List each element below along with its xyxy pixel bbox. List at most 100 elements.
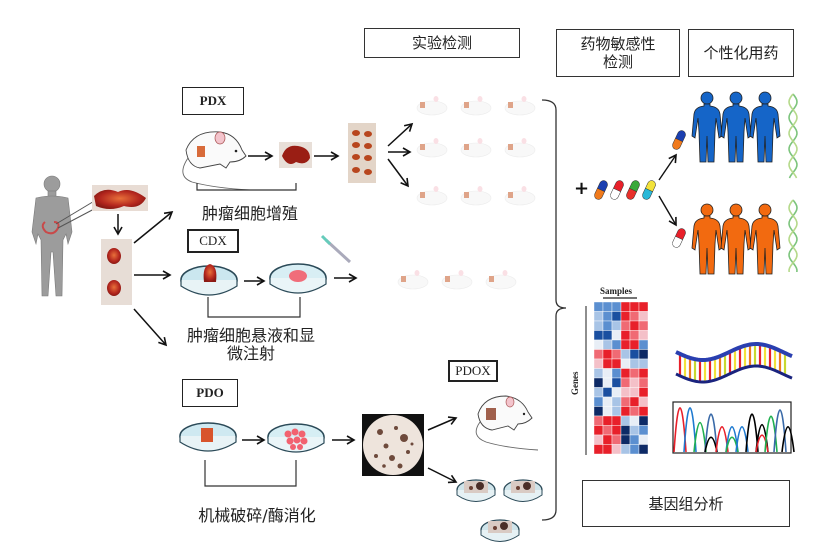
heatmap-cell (593, 311, 604, 322)
heatmap-cell (629, 349, 640, 360)
heatmap-cell (638, 320, 649, 331)
pdx-label: PDX (199, 93, 227, 108)
pdo-petri-dish-2 (267, 423, 325, 453)
faded-mouse-icon (416, 138, 448, 158)
faded-mouse-icon (504, 186, 536, 206)
dna-strand-icon (788, 199, 798, 273)
heatmap-cell (638, 387, 649, 398)
cdx-caption: 肿瘤细胞悬液和显 微注射 (166, 327, 336, 363)
syringe-icon (320, 234, 352, 264)
patient-silhouette-icon (749, 203, 781, 275)
faded-mouse-icon (416, 96, 448, 116)
heatmap-cell (602, 377, 613, 388)
chromatogram-peak (764, 415, 778, 453)
heatmap-cell (620, 434, 631, 445)
dna-backbone (675, 364, 793, 384)
heatmap-cell (602, 444, 613, 455)
dna-strand-icon (788, 93, 798, 179)
heatmap-cell (611, 311, 622, 322)
heatmap-cell (638, 406, 649, 417)
personalized-medicine-box: 个性化用药 (688, 29, 794, 77)
heatmap-cell (593, 396, 604, 407)
patient-silhouette-icon (691, 203, 723, 275)
cdx-box: CDX (187, 229, 239, 253)
heatmap-cell (611, 349, 622, 360)
heatmap-cell (638, 444, 649, 455)
pdx-passaged-tumors-image (348, 123, 376, 183)
patient-body-icon (31, 175, 73, 297)
responder-patients (691, 91, 781, 163)
organoid-dish-icon (480, 519, 520, 542)
heatmap-samples-label: Samples (600, 286, 633, 296)
heatmap-cell (593, 434, 604, 445)
heatmap-cell (593, 320, 604, 331)
pdo-bracket (204, 460, 297, 487)
faded-mouse-icon (485, 270, 517, 290)
heatmap-genes-label: Genes (570, 371, 580, 396)
cdx-label: CDX (199, 233, 227, 248)
plus-sign: + (574, 178, 590, 199)
heatmap-cell (629, 425, 640, 436)
capsule-icon (672, 228, 686, 248)
heatmap-cell (620, 368, 631, 379)
patient-silhouette-icon (691, 91, 723, 163)
heatmap-cell (638, 311, 649, 322)
faded-mouse-icon (504, 138, 536, 158)
patient-silhouette-icon (720, 203, 752, 275)
heatmap-cell (611, 330, 622, 341)
cdx-bracket (207, 297, 301, 318)
experiment-label: 实验检测 (411, 34, 472, 52)
patient-silhouette-icon (720, 91, 752, 163)
heatmap-cell (611, 444, 622, 455)
heatmap-cell (602, 368, 613, 379)
heatmap-cell (593, 415, 604, 426)
organoid-dish-icon (503, 479, 543, 502)
pdo-petri-dish-1 (179, 422, 237, 452)
chromatogram-peak (704, 413, 718, 453)
heatmap-cell (620, 444, 631, 455)
chromatogram-peak (755, 424, 769, 453)
heatmap-cell (602, 406, 613, 417)
heatmap-cell (593, 330, 604, 341)
cdx-caption-line2: 微注射 (226, 344, 275, 363)
heatmap-cell (593, 444, 604, 455)
heatmap-cell (629, 358, 640, 369)
heatmap-cell (611, 368, 622, 379)
capsule-icon (610, 180, 624, 200)
experiment-box: 实验检测 (364, 28, 520, 58)
heatmap-cell (638, 330, 649, 341)
heatmap-cell (593, 358, 604, 369)
organoid-dishes (456, 479, 543, 542)
heatmap-cell (629, 368, 640, 379)
pdx-box: PDX (182, 87, 244, 115)
capsule-icon (672, 130, 686, 150)
heatmap-cell (620, 330, 631, 341)
heatmap-cell (593, 301, 604, 312)
heatmap-cell (620, 387, 631, 398)
pdox-label: PDOX (455, 363, 491, 378)
heatmap-cell (593, 377, 604, 388)
heatmap-cell (602, 387, 613, 398)
heatmap-cell (611, 358, 622, 369)
chromatogram-peak (745, 413, 759, 453)
genomic-analysis-box: 基因组分析 (582, 480, 790, 527)
heatmap-cell (620, 320, 631, 331)
cdx-petri-dish-1 (180, 264, 238, 296)
heatmap-cell (629, 434, 640, 445)
pdx-caption: 肿瘤细胞增殖 (201, 204, 298, 223)
heatmap-cell (611, 339, 622, 350)
gene-expression-heatmap (593, 301, 649, 455)
patient-silhouette-icon (749, 91, 781, 163)
organoid-microscopy-image (362, 414, 424, 476)
faded-mouse-icon (460, 96, 492, 116)
faded-mouse-icon (416, 186, 448, 206)
heatmap-cell (611, 406, 622, 417)
faded-mouse-icon (397, 270, 429, 290)
heatmap-cell (638, 301, 649, 312)
heatmap-cell (602, 358, 613, 369)
pdo-caption: 机械破碎/酶消化 (198, 506, 316, 525)
heatmap-cell (629, 444, 640, 455)
heatmap-cell (638, 377, 649, 388)
heatmap-cell (602, 330, 613, 341)
heatmap-cell (593, 349, 604, 360)
